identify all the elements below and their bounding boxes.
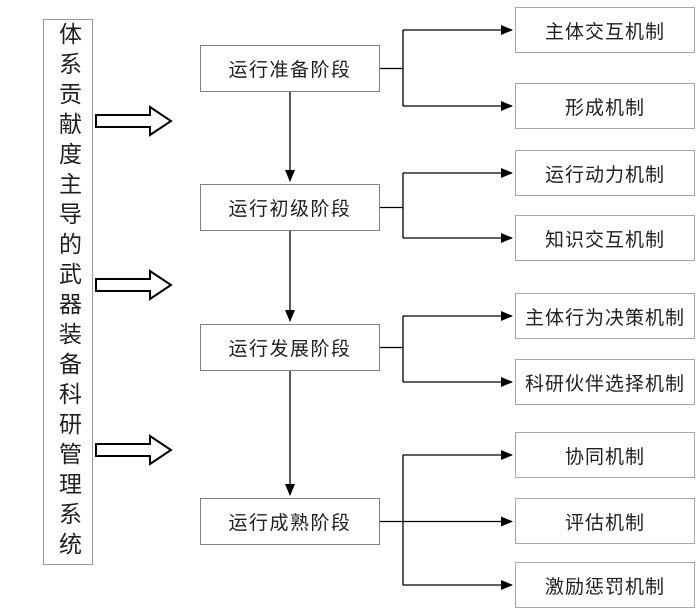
stage3-junction-line xyxy=(380,316,404,382)
mechanism-box-collaboration: 协同机制 xyxy=(515,432,695,478)
stage-box-mature: 运行成熟阶段 xyxy=(200,498,380,545)
mechanism-box-subject-interaction: 主体交互机制 xyxy=(515,7,695,53)
mechanism-box-incentive-punishment: 激励惩罚机制 xyxy=(515,562,695,608)
mechanism-box-knowledge-interaction: 知识交互机制 xyxy=(515,215,695,261)
mechanism-box-behavior-decision: 主体行为决策机制 xyxy=(515,293,695,339)
hollow-arrow-icon xyxy=(95,434,173,466)
mechanism-box-partner-selection: 科研伙伴选择机制 xyxy=(515,359,695,405)
stage-box-preparation: 运行准备阶段 xyxy=(200,45,380,92)
stage1-junction-line xyxy=(380,30,404,106)
stage-mechanism-connectors xyxy=(285,25,513,590)
hollow-arrow-icon xyxy=(95,105,173,137)
hollow-arrows xyxy=(95,105,173,466)
system-root-box: 体系贡献度主导的武器装备科研管理系统 xyxy=(43,19,93,565)
mechanism-box-formation: 形成机制 xyxy=(515,83,695,129)
mechanism-box-operation-dynamics: 运行动力机制 xyxy=(515,150,695,196)
stage-box-development: 运行发展阶段 xyxy=(200,324,380,371)
system-root-label: 体系贡献度主导的武器装备科研管理系统 xyxy=(55,22,81,562)
hollow-arrow-icon xyxy=(95,269,173,301)
stage-box-initial: 运行初级阶段 xyxy=(200,184,380,231)
mechanism-box-evaluation: 评估机制 xyxy=(515,498,695,544)
stage2-junction-line xyxy=(380,173,404,238)
